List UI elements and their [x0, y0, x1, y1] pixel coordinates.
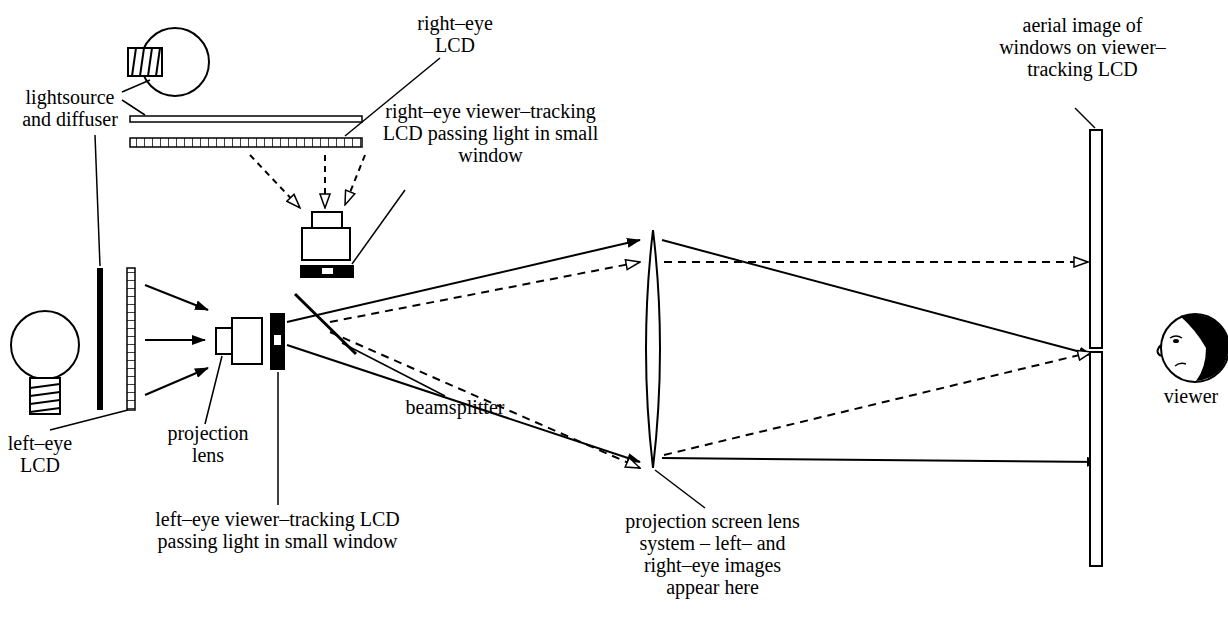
- leader-lines: [50, 58, 1095, 508]
- left-bulb: [11, 311, 79, 414]
- part-label: lightsource and diffuser: [10, 86, 130, 130]
- left-window: [274, 335, 281, 345]
- left-tracking-lcd: [270, 313, 285, 370]
- part-label: left–eye viewer–tracking LCD passing lig…: [150, 508, 405, 552]
- part-label: aerial image of windows on viewer–tracki…: [985, 14, 1180, 80]
- part-label: projection lens: [158, 422, 258, 466]
- part-label: left–eye LCD: [0, 432, 80, 476]
- left-eye-lcd: [127, 268, 135, 410]
- viewer-head: [1158, 314, 1228, 382]
- part-label: right–eye LCD: [405, 12, 505, 56]
- screen-lens: [646, 230, 660, 468]
- part-label: projection screen lens system – left– an…: [620, 510, 805, 598]
- right-bulb: [128, 28, 209, 96]
- right-eye-lcd: [130, 138, 362, 147]
- part-label: right–eye viewer–tracking LCD passing li…: [368, 100, 613, 166]
- right-light-arrows: [250, 155, 365, 208]
- rays: [287, 240, 1100, 468]
- aerial-windows: [1090, 130, 1102, 566]
- left-diffuser: [97, 268, 103, 410]
- left-projection-lens: [216, 318, 262, 364]
- right-tracking-lcd: [300, 265, 354, 278]
- right-diffuser: [130, 116, 362, 122]
- part-label: viewer: [1158, 385, 1224, 407]
- left-light-arrows: [145, 285, 208, 395]
- part-label: beamsplitter: [395, 396, 515, 418]
- right-window: [322, 268, 333, 274]
- right-projection-lens: [302, 212, 350, 260]
